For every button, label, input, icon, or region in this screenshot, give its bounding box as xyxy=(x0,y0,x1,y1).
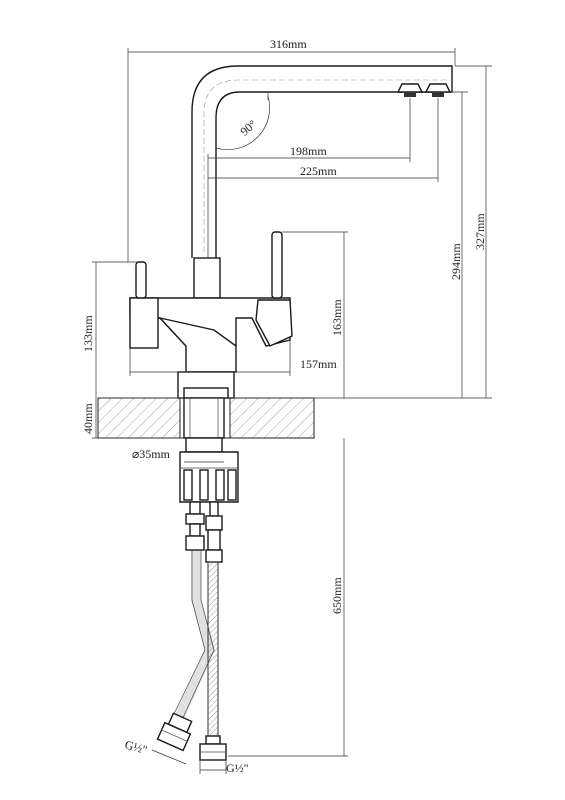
body-height-label: 133mm xyxy=(81,315,95,352)
thread-left-label: G½" xyxy=(123,737,149,757)
lever-height-label: 163mm xyxy=(330,299,344,336)
dimension-lines xyxy=(92,48,492,774)
hole-diameter-label: ⌀35mm xyxy=(132,447,171,461)
thread-bottom-label: G½" xyxy=(226,761,249,775)
mounting-shank xyxy=(179,397,239,503)
dimension-labels: 316mm 90° 198mm 225mm 294mm 327mm 133mm … xyxy=(81,37,487,775)
supply-hoses xyxy=(156,501,227,761)
body-width-label: 157mm xyxy=(300,357,337,371)
hose-length-label: 650mm xyxy=(330,577,344,614)
spout-reach-label: 316mm xyxy=(270,37,307,51)
outlet-height-label: 294mm xyxy=(449,243,463,280)
total-height-label: 327mm xyxy=(473,213,487,250)
faucet-body xyxy=(129,231,293,399)
outlet-2-reach-label: 225mm xyxy=(300,164,337,178)
outlet-1-reach-label: 198mm xyxy=(290,144,327,158)
faucet-spout xyxy=(191,65,453,258)
angle-label: 90° xyxy=(237,117,259,139)
countertop-thickness-label: 40mm xyxy=(81,403,95,434)
